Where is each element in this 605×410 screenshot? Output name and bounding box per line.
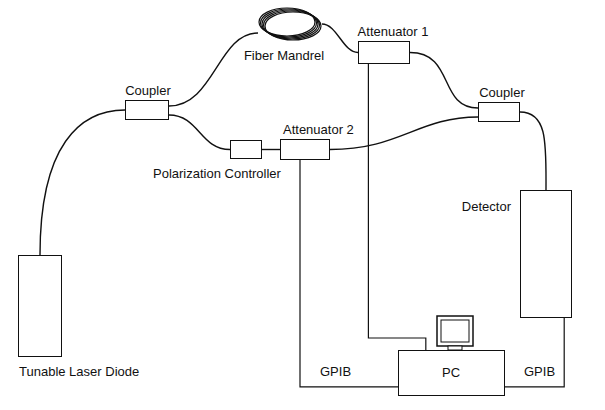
optical-fiber	[169, 33, 258, 106]
optical-fiber	[262, 149, 280, 150]
optical-fiber	[410, 53, 478, 109]
node-label: Tunable Laser Diode	[19, 364, 139, 379]
pc-box: PC	[398, 350, 505, 396]
attenuator-box: Attenuator 1	[358, 41, 410, 64]
node-label: Attenuator 1	[358, 24, 429, 39]
attenuator-box: Attenuator 2	[280, 139, 330, 160]
gpib-cable	[300, 160, 398, 387]
detector-box: Detector	[520, 190, 572, 318]
fiber-coil: Fiber Mandrel	[258, 6, 322, 42]
gpib-cable	[368, 64, 425, 350]
gpib-cable	[505, 318, 564, 387]
coil-windings	[258, 6, 322, 42]
node-label: Attenuator 2	[283, 122, 354, 137]
node-label: Coupler	[125, 83, 171, 98]
coupler-box: Coupler	[125, 100, 169, 120]
laser-source: Tunable Laser Diode	[18, 255, 62, 357]
cable-label: GPIB	[318, 364, 353, 379]
optical-fiber	[322, 24, 358, 53]
node-label: Fiber Mandrel	[244, 48, 324, 63]
optical-fiber	[40, 110, 125, 255]
cable-label: GPIB	[522, 364, 557, 379]
node-label: PC	[442, 365, 460, 380]
node-label: Polarization Controller	[153, 166, 281, 181]
optical-fiber	[520, 112, 546, 190]
node-label: Coupler	[479, 85, 525, 100]
node-label: Detector	[462, 199, 511, 214]
polarization-controller: Polarization Controller	[230, 140, 262, 159]
optical-fiber	[169, 115, 230, 150]
coupler-box: Coupler	[478, 102, 520, 122]
